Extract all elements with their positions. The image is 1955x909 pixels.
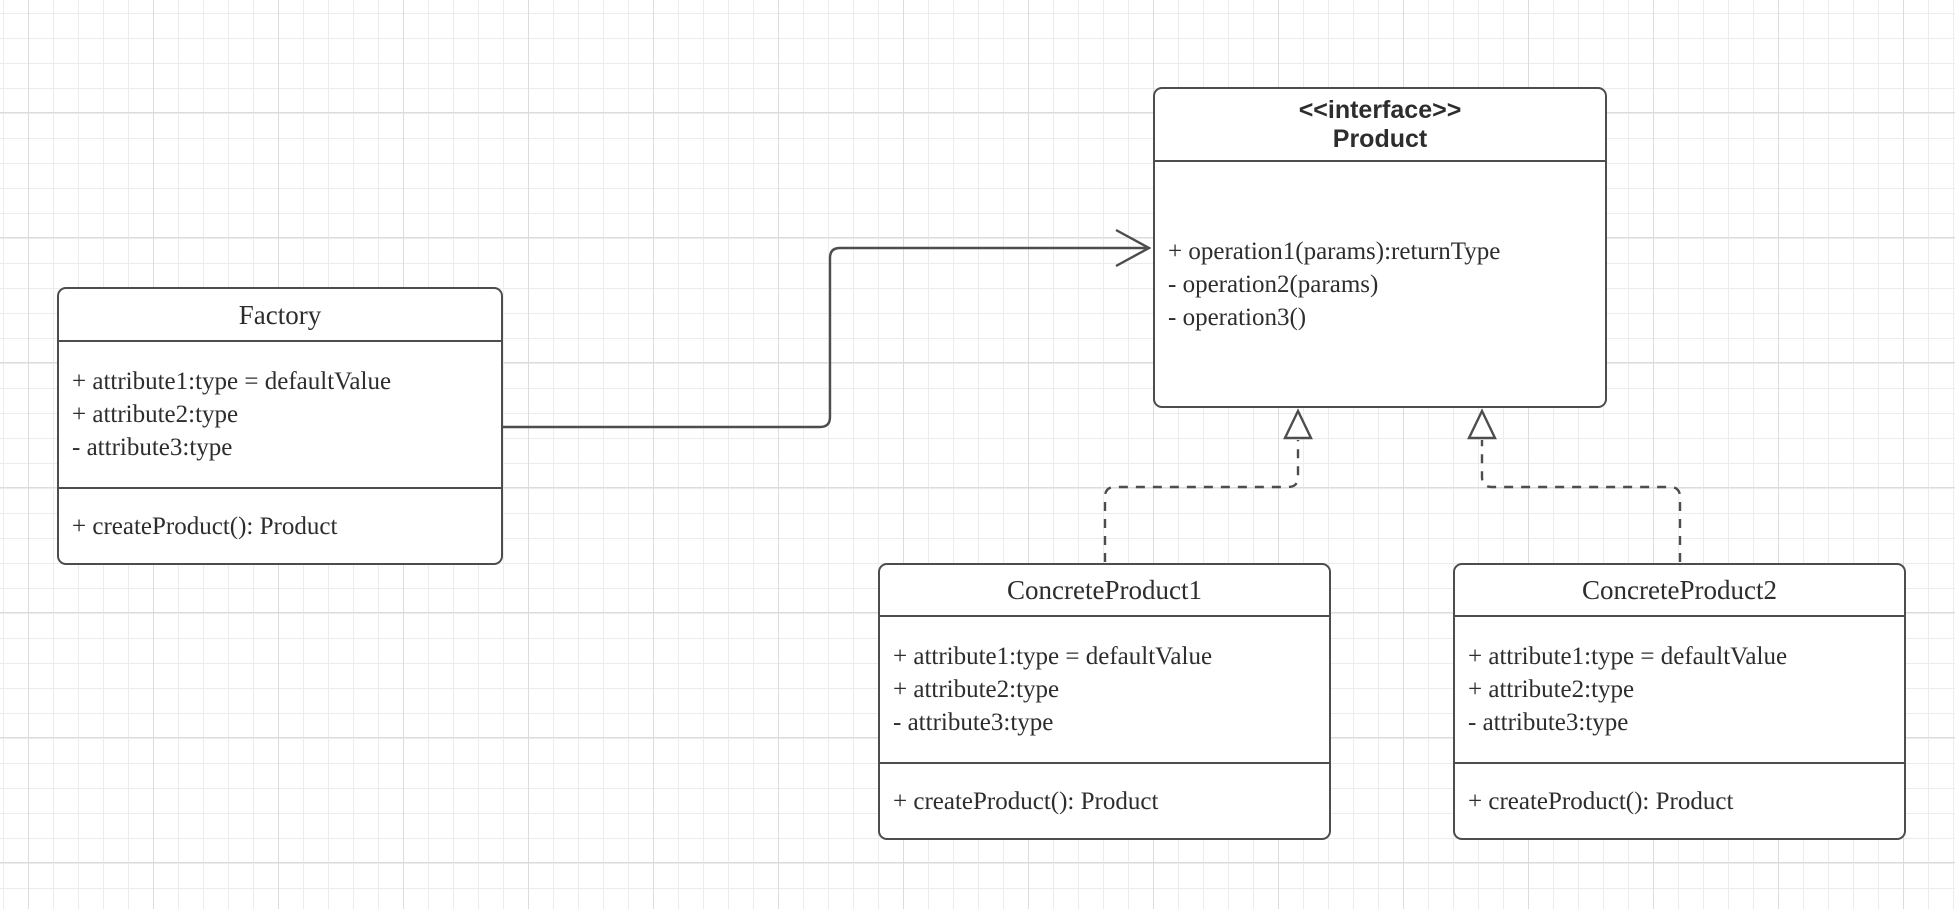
class-title: Factory — [238, 299, 322, 330]
association-connector-factory-product[interactable] — [503, 246, 1146, 429]
attributes-compartment: + attribute1:type = defaultValue + attri… — [59, 340, 501, 487]
uml-interface-product[interactable]: <<interface>> Product + operation1(param… — [1153, 87, 1607, 408]
attribute-line: + attribute2:type — [1468, 676, 1635, 703]
attribute-line: + attribute1:type = defaultValue — [1468, 643, 1788, 670]
method-line: + createProduct(): Product — [1468, 787, 1734, 815]
class-title: Product — [1332, 124, 1428, 153]
attributes-compartment: + attribute1:type = defaultValue + attri… — [1455, 615, 1904, 762]
attributes-compartment: + attribute1:type = defaultValue + attri… — [880, 615, 1329, 762]
attribute-line: + attribute2:type — [893, 676, 1060, 703]
operations-compartment: + operation1(params):returnType - operat… — [1155, 160, 1605, 406]
class-title: ConcreteProduct1 — [1007, 575, 1202, 605]
hollow-triangle-arrowhead-icon — [1283, 408, 1313, 440]
realization-connector-concrete1-product[interactable] — [1103, 440, 1300, 562]
methods-compartment: + createProduct(): Product — [59, 487, 501, 563]
class-title: ConcreteProduct2 — [1582, 575, 1777, 605]
operation-line: - operation3() — [1168, 303, 1307, 331]
methods-compartment: + createProduct(): Product — [1455, 762, 1904, 838]
attribute-line: + attribute2:type — [72, 401, 239, 428]
realization-connector-concrete2-product[interactable] — [1480, 440, 1682, 562]
attribute-line: - attribute3:type — [72, 434, 233, 461]
method-line: + createProduct(): Product — [893, 787, 1159, 815]
attribute-line: - attribute3:type — [893, 709, 1054, 736]
attribute-line: + attribute1:type = defaultValue — [893, 643, 1213, 670]
attribute-line: + attribute1:type = defaultValue — [72, 368, 392, 395]
method-line: + createProduct(): Product — [72, 512, 338, 540]
attribute-line: - attribute3:type — [1468, 709, 1629, 736]
hollow-triangle-arrowhead-icon — [1467, 408, 1497, 440]
open-arrowhead-icon — [1115, 228, 1152, 268]
uml-class-concrete-product2[interactable]: ConcreteProduct2 + attribute1:type = def… — [1453, 563, 1906, 840]
uml-class-factory[interactable]: Factory + attribute1:type = defaultValue… — [57, 287, 503, 565]
uml-class-concrete-product1[interactable]: ConcreteProduct1 + attribute1:type = def… — [878, 563, 1331, 840]
methods-compartment: + createProduct(): Product — [880, 762, 1329, 838]
operation-line: - operation2(params) — [1168, 270, 1379, 298]
interface-title-block: <<interface>> Product — [1155, 89, 1605, 160]
stereotype-label: <<interface>> — [1298, 95, 1462, 124]
operation-line: + operation1(params):returnType — [1168, 237, 1501, 265]
